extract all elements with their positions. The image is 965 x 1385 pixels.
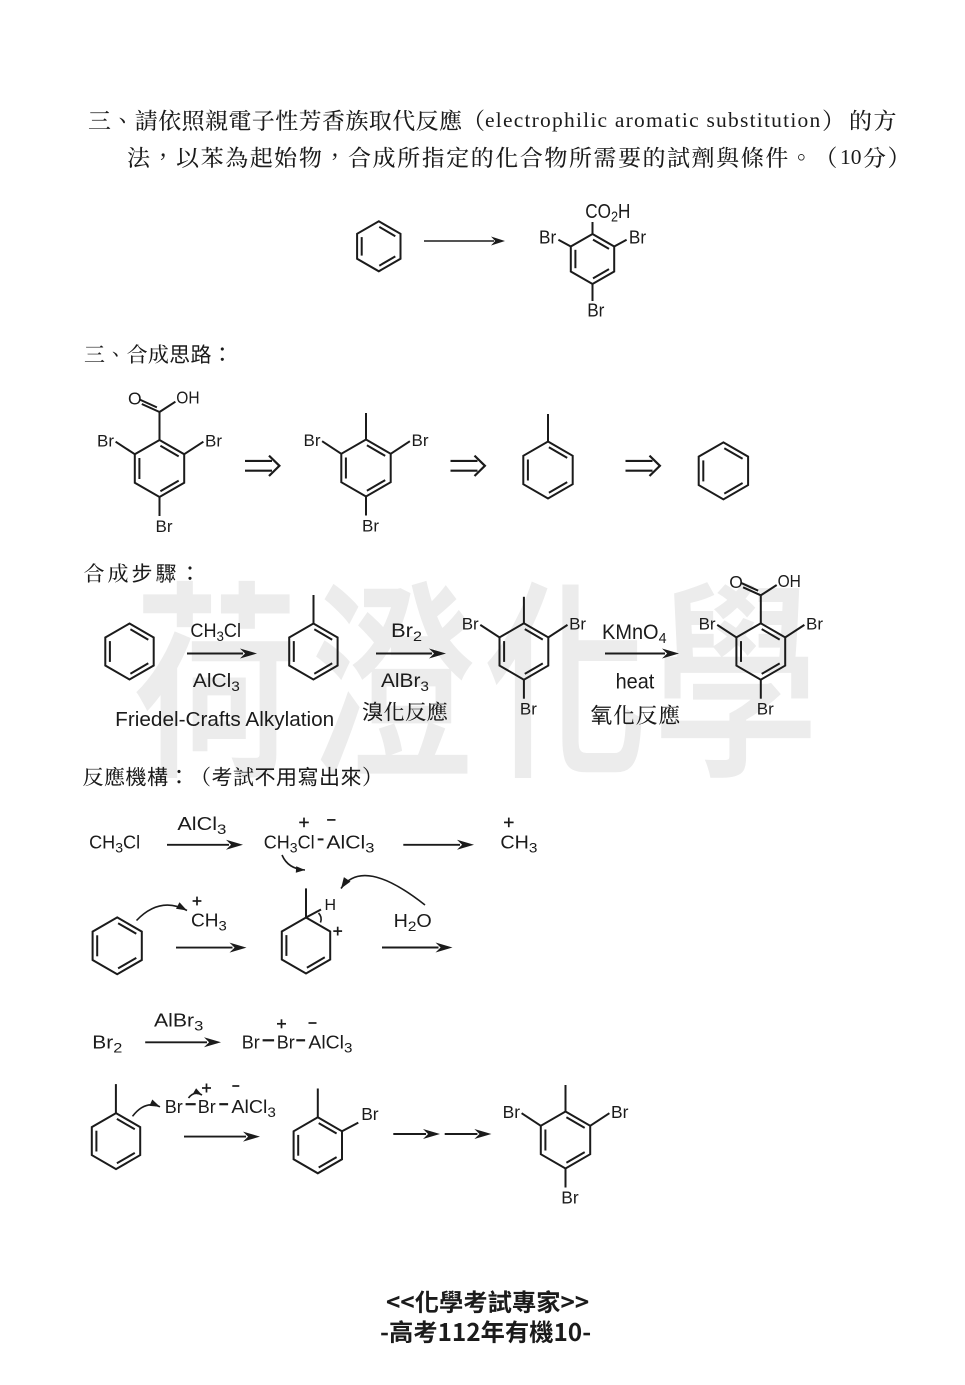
svg-text:Br: Br — [205, 431, 222, 450]
svg-text:Br: Br — [462, 615, 479, 634]
svg-text:O: O — [128, 389, 142, 409]
svg-text:Br: Br — [361, 1104, 379, 1124]
svg-text:OH: OH — [176, 388, 199, 408]
svg-text:CH3Cl: CH3Cl — [89, 833, 140, 856]
svg-text:Br: Br — [198, 1097, 216, 1117]
svg-text:Friedel-Crafts Alkylation: Friedel-Crafts Alkylation — [115, 709, 334, 731]
svg-text:CH3: CH3 — [500, 833, 537, 856]
svg-text:Br: Br — [699, 615, 716, 634]
svg-text:Br: Br — [611, 1102, 629, 1122]
svg-text:H2O: H2O — [394, 911, 432, 934]
svg-text:OH: OH — [778, 571, 801, 591]
svg-text:Br: Br — [520, 700, 537, 719]
svg-text:Br: Br — [503, 1102, 521, 1122]
svg-text:Br: Br — [561, 1187, 579, 1207]
svg-text:KMnO4: KMnO4 — [602, 621, 667, 647]
svg-text:Br: Br — [277, 1032, 295, 1052]
svg-text:O: O — [729, 572, 743, 592]
svg-text:Br: Br — [156, 517, 173, 536]
svg-text:H: H — [325, 897, 337, 914]
svg-text:Br: Br — [629, 228, 646, 248]
svg-text:Br: Br — [412, 431, 429, 450]
svg-text:Br: Br — [242, 1032, 260, 1052]
svg-text:10: 10 — [840, 145, 862, 169]
svg-text:Br: Br — [97, 431, 114, 450]
svg-text:Br: Br — [539, 228, 556, 248]
svg-text:Br: Br — [757, 700, 774, 719]
svg-text:Br: Br — [587, 301, 604, 321]
svg-text:CH3: CH3 — [191, 911, 227, 934]
svg-text:Br: Br — [304, 431, 321, 450]
svg-text:Br: Br — [806, 615, 823, 634]
svg-text:CH3Cl: CH3Cl — [264, 833, 315, 856]
svg-text:Br: Br — [569, 615, 586, 634]
svg-text:heat: heat — [616, 671, 655, 694]
svg-text:electrophilic aromatic substit: electrophilic aromatic substitution — [485, 108, 821, 132]
svg-text:CO2H: CO2H — [585, 201, 630, 226]
svg-text:CH3Cl: CH3Cl — [190, 621, 241, 644]
svg-text:Br: Br — [165, 1097, 183, 1117]
svg-text:Br: Br — [362, 516, 379, 535]
